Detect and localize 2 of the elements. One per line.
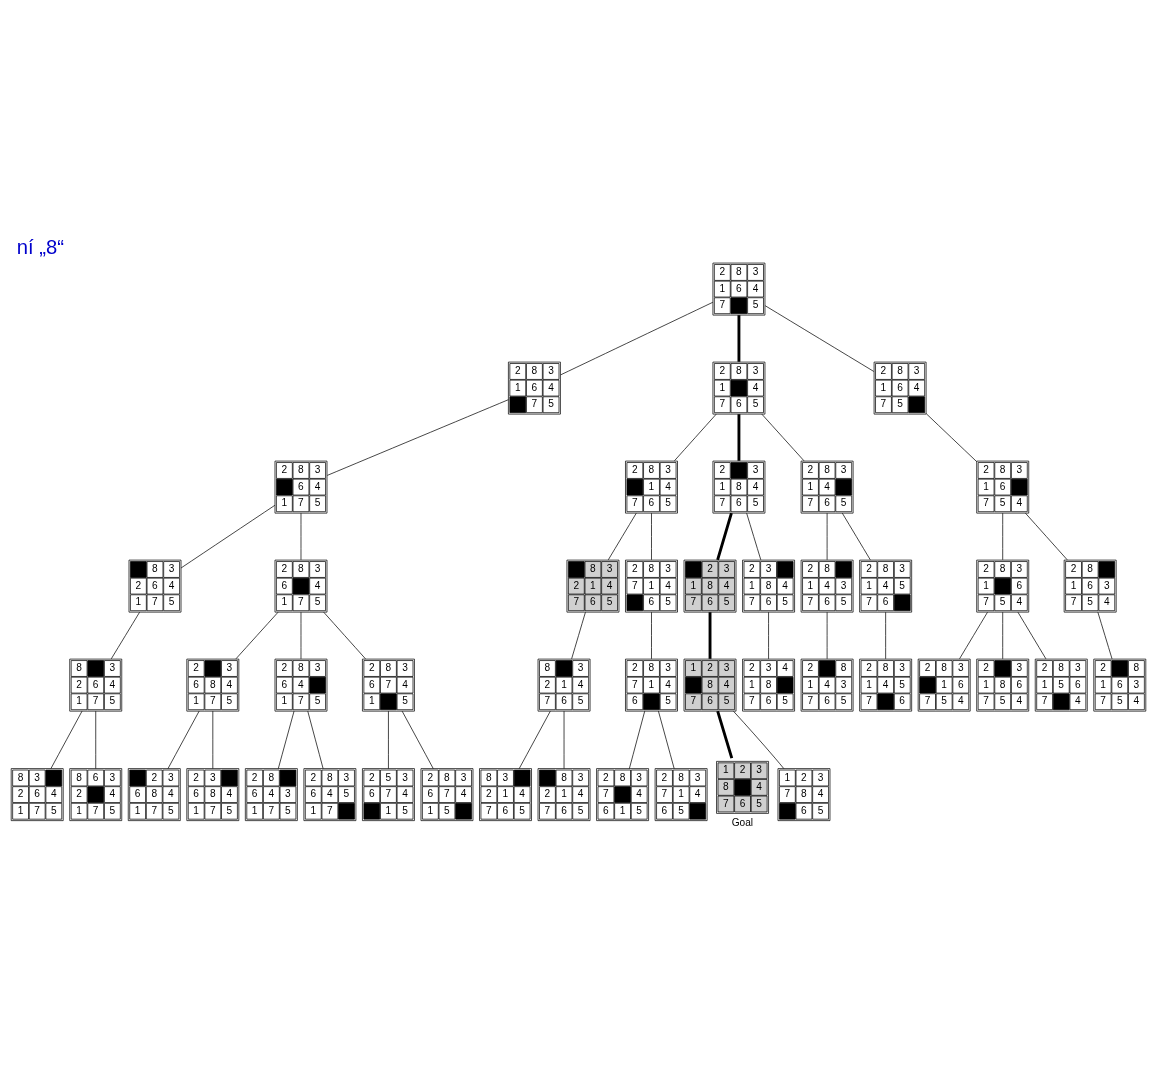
node-label: Goal <box>731 816 754 828</box>
diagram-title: ní „8“ <box>16 235 65 258</box>
